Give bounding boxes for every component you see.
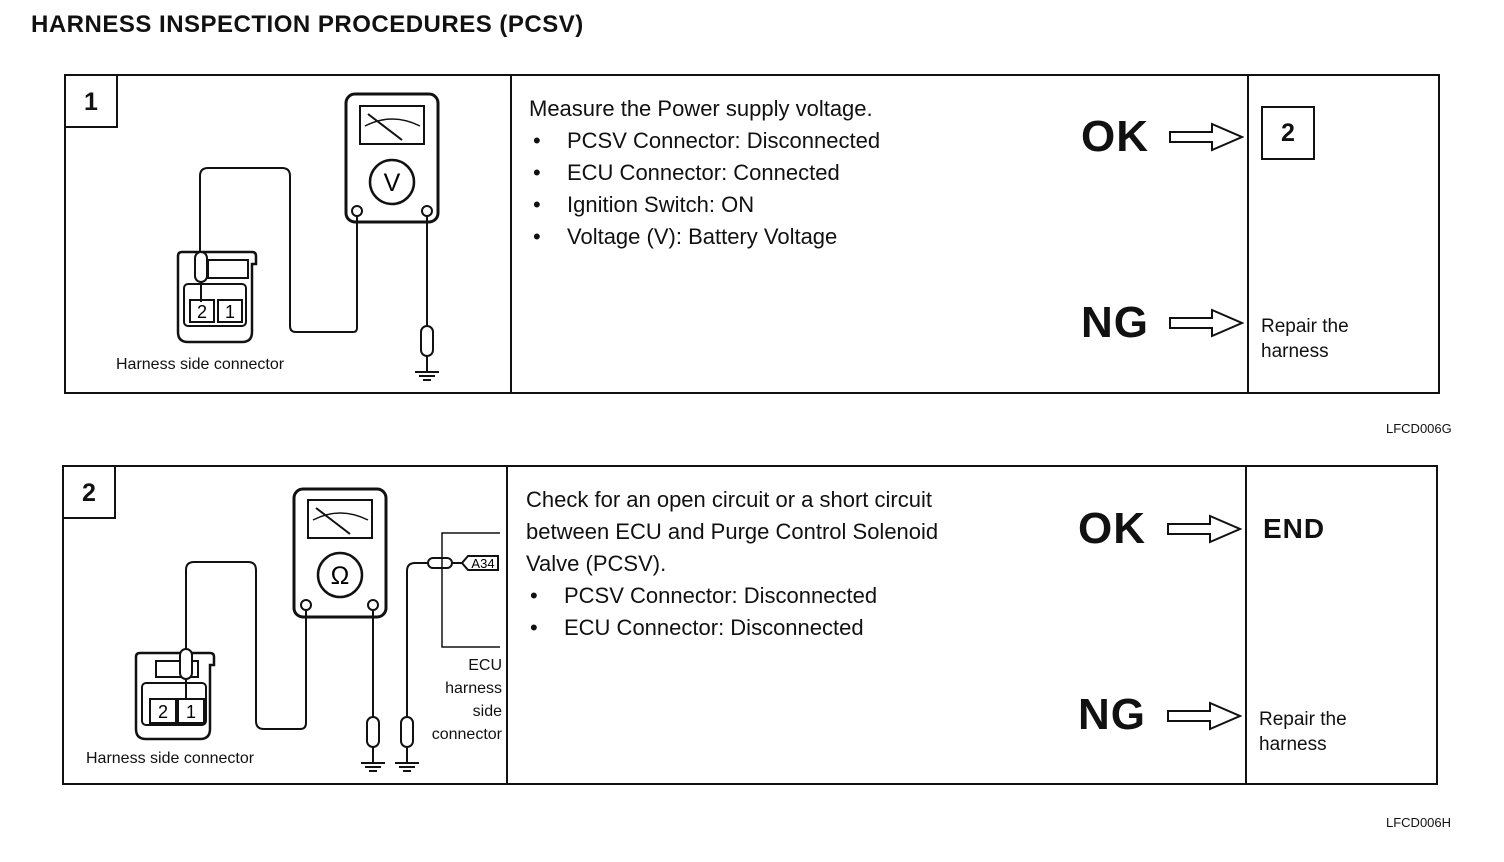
step-1-instructions: Measure the Power supply voltage. PCSV C… <box>512 76 1247 392</box>
condition-list: PCSV Connector: Disconnected ECU Connect… <box>526 580 938 644</box>
end-label: END <box>1263 513 1326 544</box>
step-2-instructions: Check for an open circuit or a short cir… <box>508 467 1245 783</box>
svg-text:2: 2 <box>197 302 207 322</box>
svg-text:A34: A34 <box>471 556 494 571</box>
list-item: Ignition Switch: ON <box>529 189 880 221</box>
connector-label: Harness side connector <box>116 356 285 373</box>
arrow-right-icon <box>1167 514 1242 544</box>
arrow-right-icon <box>1167 701 1242 731</box>
repair-note: Repair the harness <box>1259 709 1347 755</box>
harness-connector-icon: 2 1 <box>134 648 216 741</box>
step-2-number: 2 <box>64 467 116 519</box>
ng-label: NG <box>1078 690 1146 739</box>
repair-note: Repair the harness <box>1261 316 1349 362</box>
step-1-panel: 1 V <box>64 74 1440 394</box>
page-title: HARNESS INSPECTION PROCEDURES (PCSV) <box>31 11 584 38</box>
step-2-diagram: 2 Ω A34 <box>64 467 508 783</box>
list-item: ECU Connector: Disconnected <box>526 612 938 644</box>
list-item: PCSV Connector: Disconnected <box>529 125 880 157</box>
ok-label: OK <box>1078 504 1146 553</box>
meter-symbol: Ω <box>331 562 350 590</box>
step-1-number: 1 <box>66 76 118 128</box>
list-item: Voltage (V): Battery Voltage <box>529 221 880 253</box>
ok-label: OK <box>1081 112 1149 161</box>
svg-text:1: 1 <box>186 702 196 722</box>
instruction-text: Measure the Power supply voltage. <box>529 96 873 121</box>
ohmmeter-icon: Ω <box>292 487 388 619</box>
ground-probe-icon <box>395 716 419 772</box>
arrow-right-icon <box>1169 122 1244 152</box>
connector-label: Harness side connector <box>86 750 255 767</box>
figure-code: LFCD006G <box>1386 421 1452 436</box>
instruction-text: Check for an open circuit or a short cir… <box>526 487 939 576</box>
next-step-box: 2 <box>1261 106 1315 160</box>
ecu-connector-icon: A34 <box>427 532 500 648</box>
list-item: ECU Connector: Connected <box>529 157 880 189</box>
step-2-results: END Repair the harness <box>1245 467 1436 783</box>
arrow-right-icon <box>1169 308 1244 338</box>
step-2-panel: 2 Ω A34 <box>62 465 1438 785</box>
ecu-connector-label: ECU harness side connector <box>431 657 502 743</box>
ohmmeter-diagram: Ω A34 <box>134 487 500 772</box>
condition-list: PCSV Connector: Disconnected ECU Connect… <box>529 125 880 253</box>
harness-connector-icon: 2 1 <box>176 250 258 344</box>
step-1-results: 2 Repair the harness <box>1247 76 1438 392</box>
meter-symbol: V <box>384 169 401 197</box>
ground-probe-icon <box>361 716 385 772</box>
figure-code: LFCD006H <box>1386 815 1452 830</box>
voltmeter-icon: V <box>344 92 440 224</box>
voltmeter-diagram: V 2 1 <box>176 92 440 381</box>
ground-probe-icon <box>415 325 439 381</box>
svg-text:2: 2 <box>158 702 168 722</box>
list-item: PCSV Connector: Disconnected <box>526 580 938 612</box>
ng-label: NG <box>1081 298 1149 347</box>
svg-text:1: 1 <box>225 302 235 322</box>
step-1-diagram: 1 V <box>66 76 512 392</box>
